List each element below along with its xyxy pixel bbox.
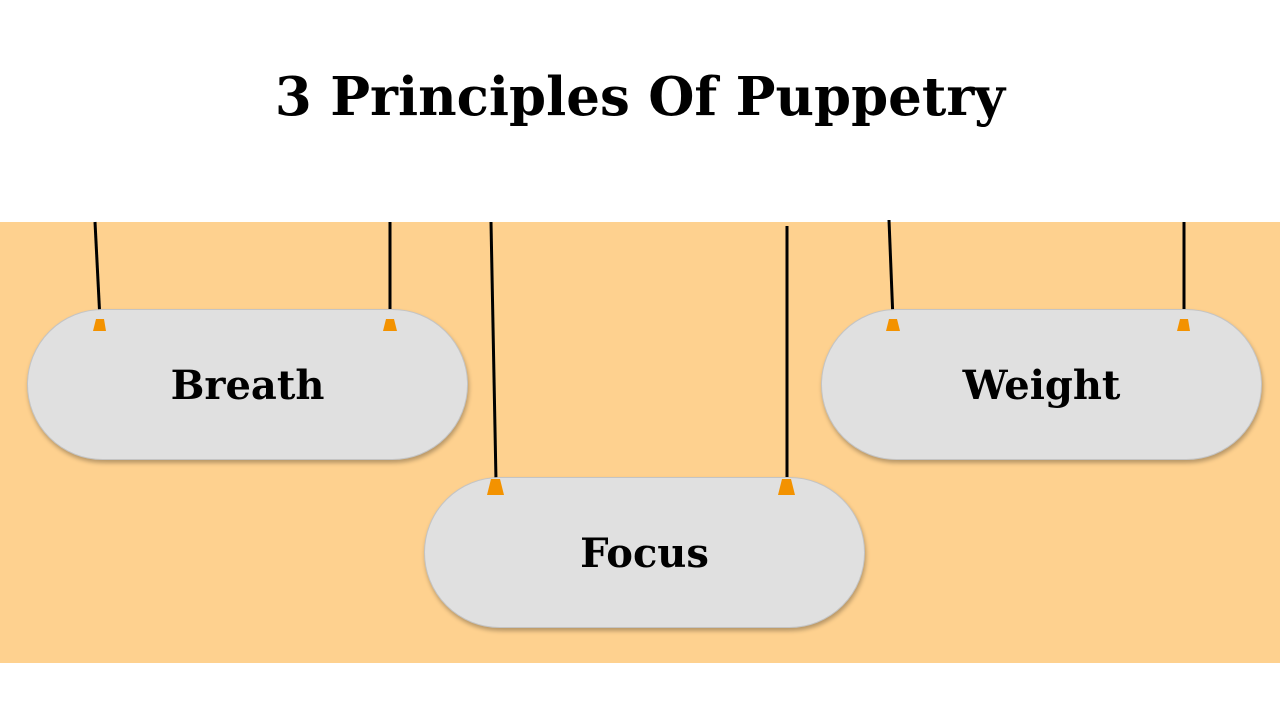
principle-card-focus: Focus	[424, 477, 865, 628]
principle-card-weight: Weight	[821, 309, 1262, 460]
slide-title: 3 Principles Of Puppetry	[274, 66, 1006, 128]
principle-label-focus: Focus	[580, 530, 709, 577]
principle-label-breath: Breath	[170, 362, 325, 409]
principle-label-weight: Weight	[962, 362, 1121, 409]
principle-card-breath: Breath	[27, 309, 468, 460]
